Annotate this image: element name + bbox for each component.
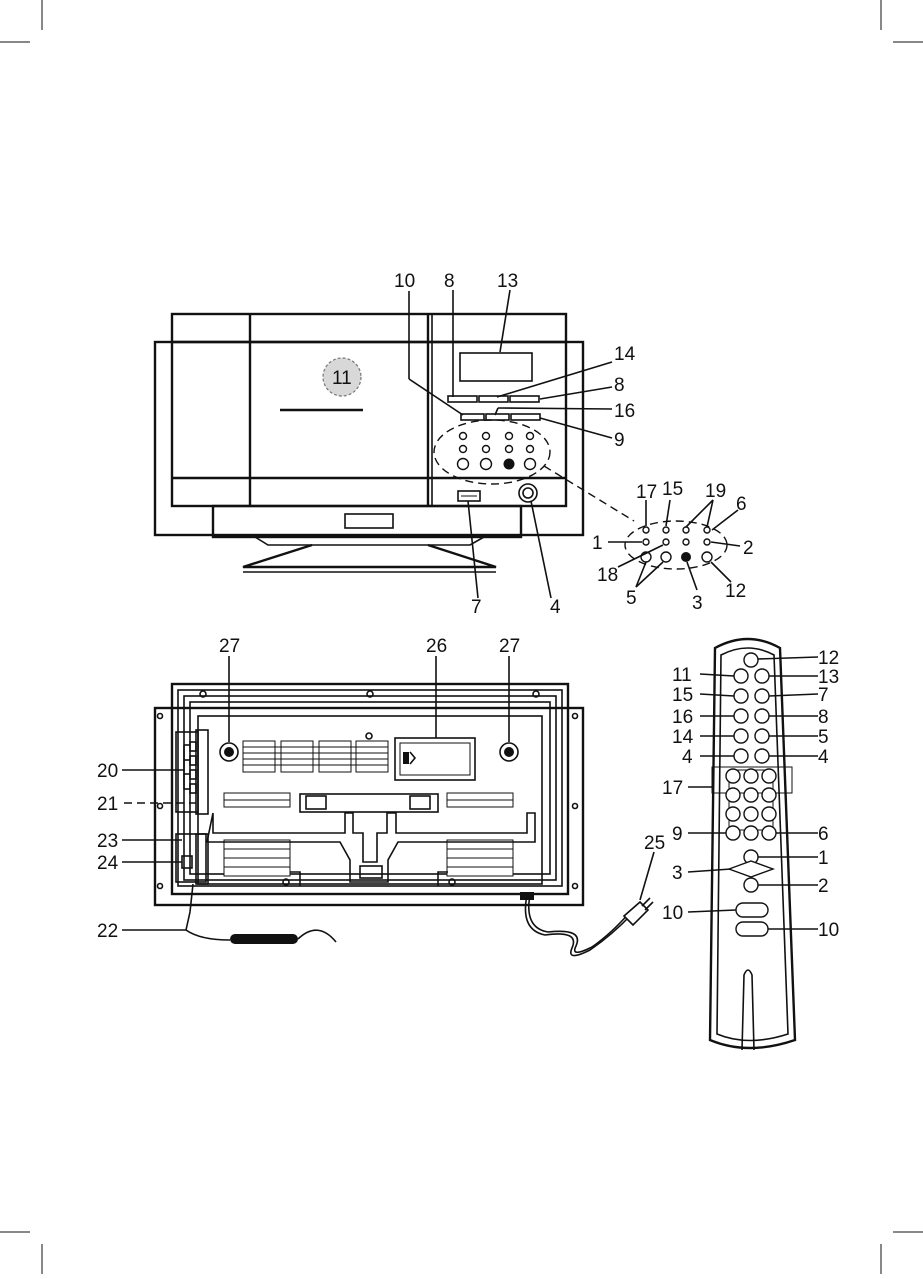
remote-callout-15: 15: [672, 685, 693, 706]
detail-callout-5: 5: [626, 588, 637, 609]
remote-callout-2: 2: [818, 876, 829, 897]
small-control-buttons: [458, 433, 536, 470]
remote-callout-7: 7: [818, 685, 829, 706]
callout-20: 20: [97, 761, 118, 782]
detail-callout-18: 18: [597, 565, 618, 586]
detail-callout-15: 15: [662, 479, 683, 500]
remote-callout-10-right: 10: [818, 920, 839, 941]
remote-callout-8: 8: [818, 707, 829, 728]
remote-callout-10-left: 10: [662, 903, 683, 924]
callout-8-right: 8: [614, 375, 625, 396]
remote-callout-6: 6: [818, 824, 829, 845]
remote-callout-12: 12: [818, 648, 839, 669]
callout-7: 7: [471, 597, 482, 618]
detail-callout-12: 12: [725, 581, 746, 602]
remote-callout-5: 5: [818, 727, 829, 748]
callout-27-left: 27: [219, 636, 240, 657]
detail-callout-6: 6: [736, 494, 747, 515]
disc-label-11: 11: [332, 368, 352, 389]
fm-antenna-wire: [122, 884, 193, 930]
remote-callout-11: 11: [672, 665, 692, 686]
detail-callout-19: 19: [705, 481, 726, 502]
rear-callouts: 27 26 27 20 21 23 24 22 25: [97, 636, 665, 942]
connector-panel-top: [176, 732, 198, 812]
remote-callout-4-left: 4: [682, 747, 693, 768]
remote-callout-4-right: 4: [818, 747, 829, 768]
antenna-end: [230, 934, 298, 944]
callout-21: 21: [97, 794, 118, 815]
front-unit: [155, 290, 634, 598]
callout-10: 10: [394, 271, 415, 292]
remote-callout-9: 9: [672, 824, 683, 845]
detail-callout-1: 1: [592, 533, 603, 554]
callout-9: 9: [614, 430, 625, 451]
remote-callout-1: 1: [818, 848, 829, 869]
callout-16: 16: [614, 401, 635, 422]
remote-callout-17: 17: [662, 778, 683, 799]
rear-unit: [122, 656, 654, 956]
callout-22: 22: [97, 921, 118, 942]
remote-callout-16: 16: [672, 707, 693, 728]
callout-4: 4: [550, 597, 561, 618]
remote-callout-14: 14: [672, 727, 694, 748]
detail-callout-3: 3: [692, 593, 703, 614]
callout-24: 24: [97, 853, 119, 874]
remote-callout-3: 3: [672, 863, 683, 884]
detail-callouts: 17 15 19 6 1 2 18 5 3 12: [592, 479, 754, 614]
detail-callout-2: 2: [743, 538, 754, 559]
callout-23: 23: [97, 831, 118, 852]
detail-callout-17: 17: [636, 482, 657, 503]
control-detail: [608, 500, 740, 590]
callout-14: 14: [614, 344, 636, 365]
remote-control: [688, 639, 818, 1050]
power-plug: [624, 902, 648, 925]
display-window: [460, 353, 532, 381]
headphone-jack: [519, 484, 537, 502]
callout-27-right: 27: [499, 636, 520, 657]
callout-13: 13: [497, 271, 518, 292]
callout-26: 26: [426, 636, 447, 657]
callout-25: 25: [644, 833, 665, 854]
callout-8: 8: [444, 271, 455, 292]
